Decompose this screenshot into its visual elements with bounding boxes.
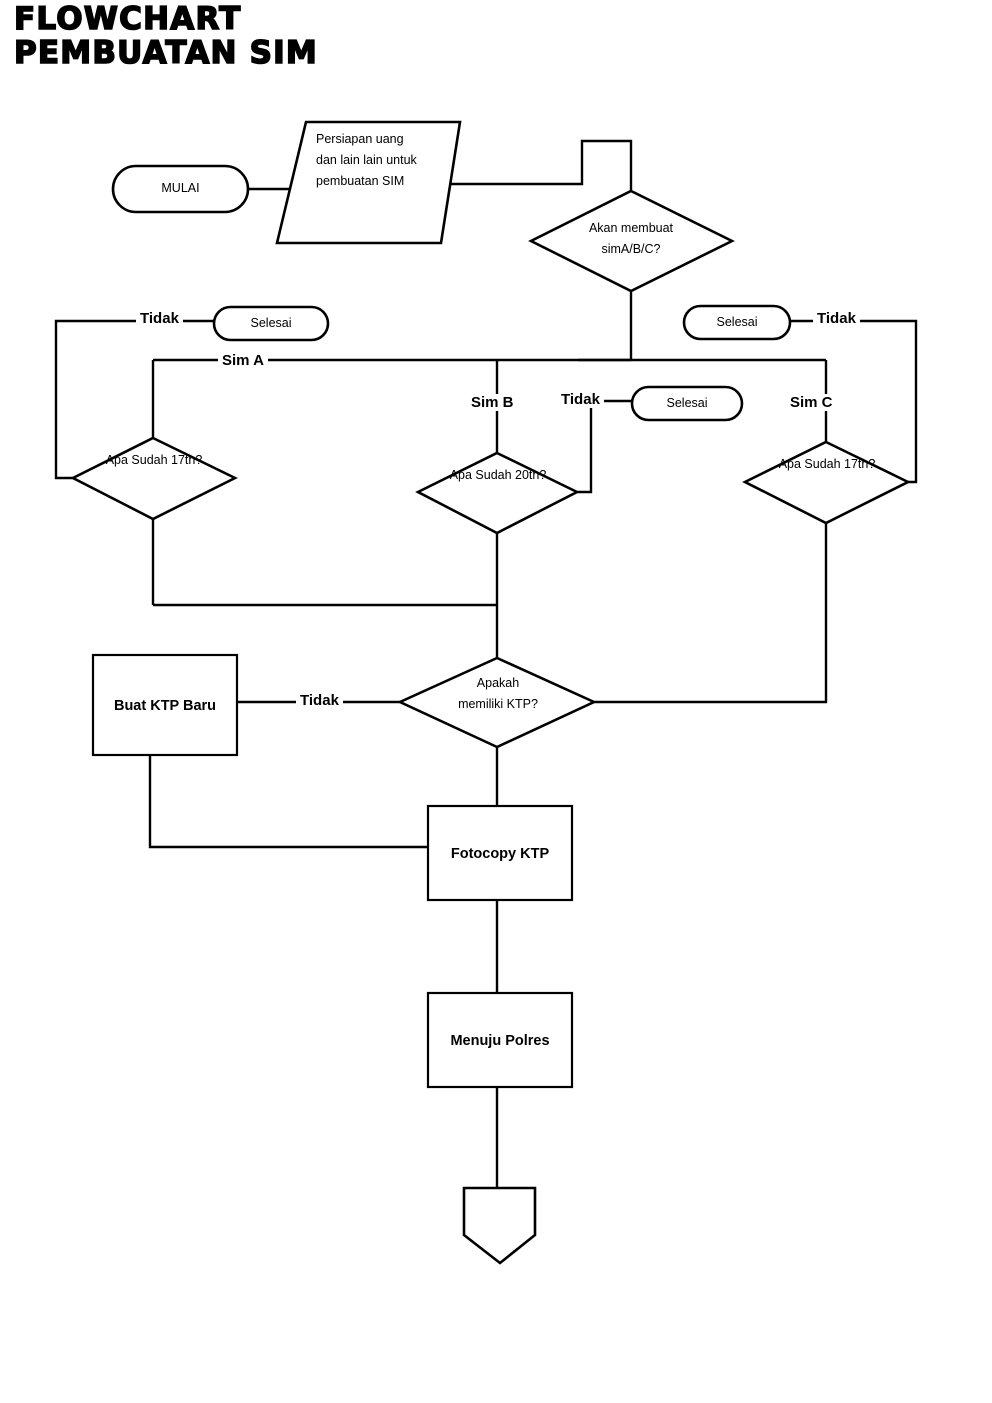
node-age-c-shape <box>742 440 911 525</box>
node-age-b-shape <box>415 451 580 535</box>
edge-label-tidak-middle: Tidak <box>557 391 604 408</box>
node-decide-sim-type-shape <box>528 189 735 293</box>
node-end-middle-shape <box>630 385 744 422</box>
node-end-right-shape <box>682 304 792 341</box>
node-make-ktp-shape <box>91 653 239 757</box>
edge-label-sim-a: Sim A <box>218 352 268 369</box>
edge-label-sim-b: Sim B <box>467 394 518 411</box>
node-prepare-shape <box>275 120 462 245</box>
node-go-polres-shape <box>426 991 574 1089</box>
node-end-left-shape <box>212 305 330 342</box>
title-line-1: FLOWCHART <box>13 1 242 37</box>
page-title: FLOWCHART PEMBUATAN SIM <box>13 1 534 71</box>
edge-age-b-tidak <box>577 399 632 494</box>
node-age-a-shape <box>70 436 238 521</box>
edge-label-tidak-left: Tidak <box>136 310 183 327</box>
edge-label-sim-c: Sim C <box>786 394 837 411</box>
edge-age-a-tidak <box>54 319 214 480</box>
edge-age-c-down <box>594 523 828 704</box>
node-photocopy-ktp-shape <box>426 804 574 902</box>
node-bottom-connector-shape <box>462 1186 537 1265</box>
node-decide-ktp-shape <box>396 656 598 749</box>
edge-makektp-to-photocopy <box>148 755 428 849</box>
title-line-2: PEMBUATAN SIM <box>13 35 318 71</box>
edge-label-tidak-right: Tidak <box>813 310 860 327</box>
edge-prepare-to-decision <box>441 139 633 191</box>
edge-label-tidak-ktp: Tidak <box>296 692 343 709</box>
node-start-shape <box>111 164 250 214</box>
